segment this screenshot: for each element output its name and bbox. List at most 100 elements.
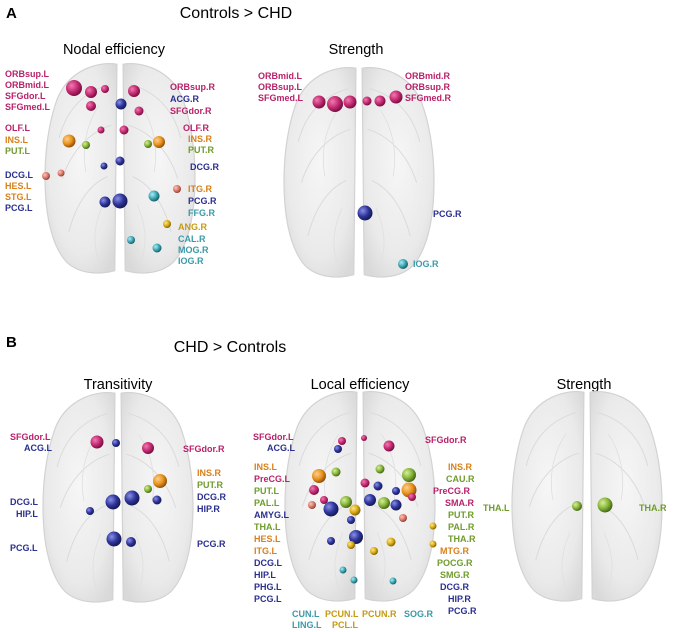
brain-node [127,236,135,244]
region-label: ORBsup.L [258,82,303,92]
region-label: ORBmid.L [258,71,303,81]
brain-node [97,126,105,134]
brain-node [334,445,342,453]
region-label: PUT.L [254,486,280,496]
region-label: DCG.R [440,582,470,592]
region-label: PAL.R [448,522,475,532]
region-label: SFGdor.L [5,91,46,101]
region-labels: ORBsup.LORBmid.LSFGdor.LSFGmed.LOLF.LINS… [5,69,667,630]
brain-node [357,205,373,221]
region-label: PCG.L [10,543,38,553]
region-label: INS.R [188,134,213,144]
section-b-letter: B [6,334,17,351]
region-label: MTG.R [440,546,469,556]
brain-b3 [511,390,663,602]
region-label: INS.R [197,468,222,478]
region-label: SMA.R [445,498,475,508]
brain-node [144,140,152,148]
brain-node [327,537,335,545]
brain-node [100,162,108,170]
brain-node [99,196,111,208]
region-label: DCG.R [197,492,227,502]
brain-node [312,469,326,483]
region-label: DCG.R [190,162,220,172]
region-label: SFGmed.R [405,93,452,103]
region-label: PHG.L [254,582,282,592]
left-hemisphere [511,390,585,602]
region-label: IOG.R [178,256,204,266]
region-label: HIP.R [448,594,471,604]
region-label: ACG.R [170,94,200,104]
region-label: DCG.L [10,497,39,507]
region-label: HES.L [254,534,281,544]
region-label: CAL.R [178,234,206,244]
brain-node [392,487,400,495]
brain-node [386,537,396,547]
brain-node [364,494,376,506]
region-label: ORBsup.L [5,69,50,79]
brain-node [374,95,386,107]
brain-node [347,541,355,549]
brain-node [112,439,120,447]
brain-node [340,496,352,508]
brain-node [572,501,582,511]
region-label: PUT.L [5,146,31,156]
panel-a2-title: Strength [329,42,384,58]
brain-node [361,435,367,441]
brain-node [144,485,152,493]
brain-node [105,494,121,510]
brain-node [115,156,125,166]
brain-node [152,495,162,505]
brain-node [373,481,383,491]
brain-node [112,193,128,209]
region-label: SFGdor.R [170,106,212,116]
region-label: FFG.R [188,208,215,218]
section-a-title: Controls > CHD [180,5,292,22]
region-label: INS.L [5,135,29,145]
panel-b1-title: Transitivity [84,377,153,393]
brain-node [312,95,326,109]
left-hemisphere [42,391,116,603]
region-label: PCUN.R [362,609,397,619]
brain-node [343,95,357,109]
region-label: PreCG.R [433,486,471,496]
region-label: OLF.L [5,123,30,133]
brain-node [126,537,136,547]
brain-node [398,259,408,269]
brain-node [57,169,65,177]
brain-node [148,190,160,202]
region-label: ORBsup.R [170,82,216,92]
region-label: AMYG.L [254,510,290,520]
region-label: PreCG.L [254,474,291,484]
region-label: PCG.L [254,594,282,604]
brain-node [399,514,407,522]
region-label: SFGmed.L [5,102,51,112]
region-label: ITG.L [254,546,277,556]
region-label: SFGdor.R [425,435,467,445]
brain-node [390,499,402,511]
brain-node [338,437,346,445]
region-label: LING.L [292,620,322,630]
brain-node [173,185,181,193]
region-label: THA.L [483,503,510,513]
region-label: PCG.R [433,209,462,219]
region-label: DCG.L [254,558,283,568]
brain-node [339,566,347,574]
region-label: PCUN.L [325,609,359,619]
region-label: ORBsup.R [405,82,451,92]
brain-node [86,101,96,111]
region-label: STG.L [5,192,32,202]
brain-node [349,504,361,516]
brain-nodes [42,80,613,585]
region-label: PAL.L [254,498,280,508]
region-label: PCG.R [197,539,226,549]
brain-node [389,90,403,104]
region-label: ACG.L [24,443,53,453]
brain-node [350,576,358,584]
region-label: ITG.R [188,184,212,194]
panel-b3-title: Strength [557,377,612,393]
brain-node [142,442,154,454]
right-hemisphere [589,390,663,602]
region-label: SFGmed.L [258,93,304,103]
